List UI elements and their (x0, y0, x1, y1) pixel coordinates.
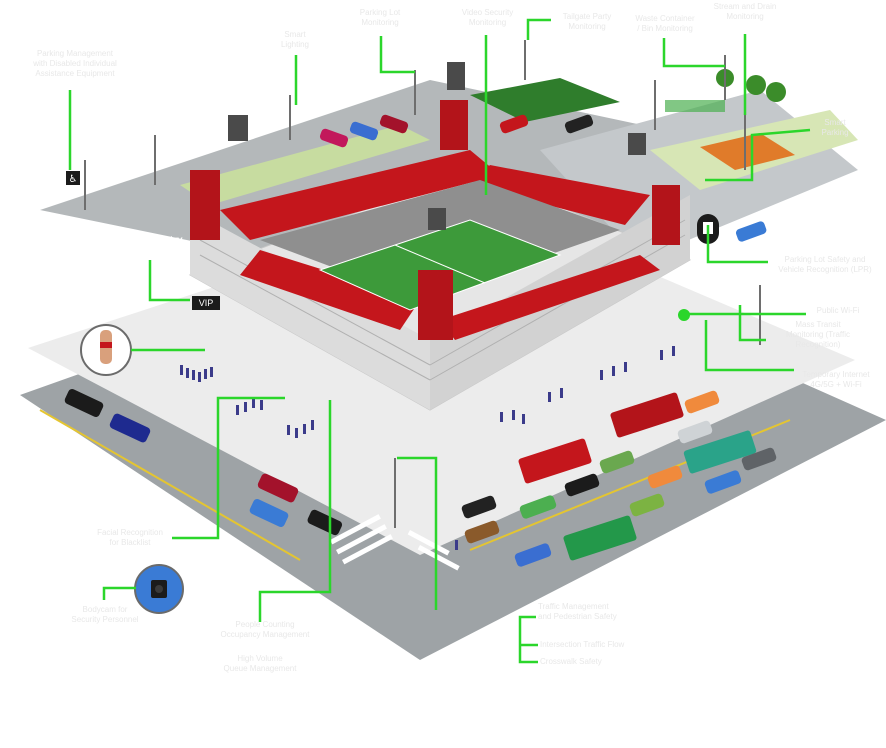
label-high-volume-queue: High Volume Queue Management (223, 654, 297, 673)
car (64, 389, 104, 417)
label-smart-lighting: Smart Lighting (280, 30, 310, 49)
wifi-icon (678, 309, 690, 321)
tennis-court (700, 133, 795, 170)
stadium (188, 100, 692, 411)
label-tailgate-party: Tailgate Party Monitoring (562, 12, 612, 31)
label-parking-lot-monitoring: Parking Lot Monitoring (359, 8, 401, 27)
stadium-facade-left (190, 210, 430, 410)
label-contactless-entry: Contactless Entry VIP Access Control (94, 235, 186, 258)
roof-right (470, 165, 650, 225)
car (677, 420, 713, 444)
car (379, 114, 409, 134)
crowd (180, 346, 675, 550)
bus (683, 430, 757, 474)
car (564, 473, 600, 497)
car (599, 450, 635, 474)
label-people-counting: People Counting Occupancy Management (220, 620, 310, 639)
roof-front-right (440, 255, 660, 340)
car (741, 447, 777, 471)
label-video-security: Video Security Monitoring (461, 8, 514, 27)
grass-strip (180, 125, 430, 205)
car (704, 470, 742, 494)
car (464, 520, 500, 544)
car (564, 114, 594, 134)
vip-sign: VIP (199, 298, 214, 308)
car (257, 473, 299, 503)
label-traffic-management: Traffic Management and Pedestrian Safety (538, 602, 617, 621)
label-temporary-internet: Temporary Internet 4G/5G + Wi-Fi (802, 370, 870, 389)
car (514, 543, 552, 567)
roof-front-left (240, 250, 420, 330)
accessibility-icon: ♿ (66, 171, 80, 185)
practice-pitch (470, 78, 620, 122)
car (109, 413, 151, 443)
svg-text:♿: ♿ (69, 174, 78, 185)
label-smart-parking: Smart Parking (821, 118, 849, 137)
bodycam-icon (134, 564, 184, 614)
label-stream-drain: Stream and Drain Monitoring (713, 2, 777, 21)
floodlights (228, 62, 646, 230)
car (519, 495, 557, 519)
roof-left (220, 150, 500, 240)
vehicles (64, 114, 777, 567)
vip-entrance: VIP (192, 296, 220, 310)
callout-lines (68, 18, 811, 664)
car (249, 499, 289, 527)
bus (610, 392, 684, 438)
car (735, 221, 767, 242)
tower-center (418, 270, 453, 340)
label-parking-management: Parking Management with Disabled Individ… (33, 49, 117, 78)
car (647, 465, 683, 489)
tower-right (652, 185, 680, 245)
label-crosswalk-safety: Crosswalk Safety (540, 657, 602, 666)
label-waste-container: Waste Container / Bin Monitoring (635, 14, 695, 33)
car (307, 509, 343, 536)
label-public-wifi: Public Wi-Fi (816, 306, 860, 315)
car (629, 493, 665, 517)
main-pitch (320, 220, 560, 310)
label-facial-recognition: Facial Recognition for Blacklist (97, 528, 163, 547)
hand-icon (80, 324, 132, 376)
bus (518, 438, 592, 484)
tower-back (440, 100, 468, 150)
label-mass-transit: Mass Transit Monitoring (Traffic Recogni… (785, 320, 851, 349)
car (684, 390, 720, 414)
road-markings (39, 409, 791, 571)
car (319, 128, 349, 148)
label-parking-lot-safety: Parking Lot Safety and Vehicle Recogniti… (778, 255, 872, 274)
label-intersection-traffic: Intersection Traffic Flow (540, 640, 625, 649)
car (349, 121, 379, 141)
car (461, 495, 497, 519)
tower-left (190, 170, 220, 240)
label-steward-locating: Steward Locating and Routing (60, 271, 119, 306)
bus (563, 515, 637, 561)
label-bodycam: Bodycam for Security Personnel (71, 605, 139, 624)
car (499, 114, 529, 134)
